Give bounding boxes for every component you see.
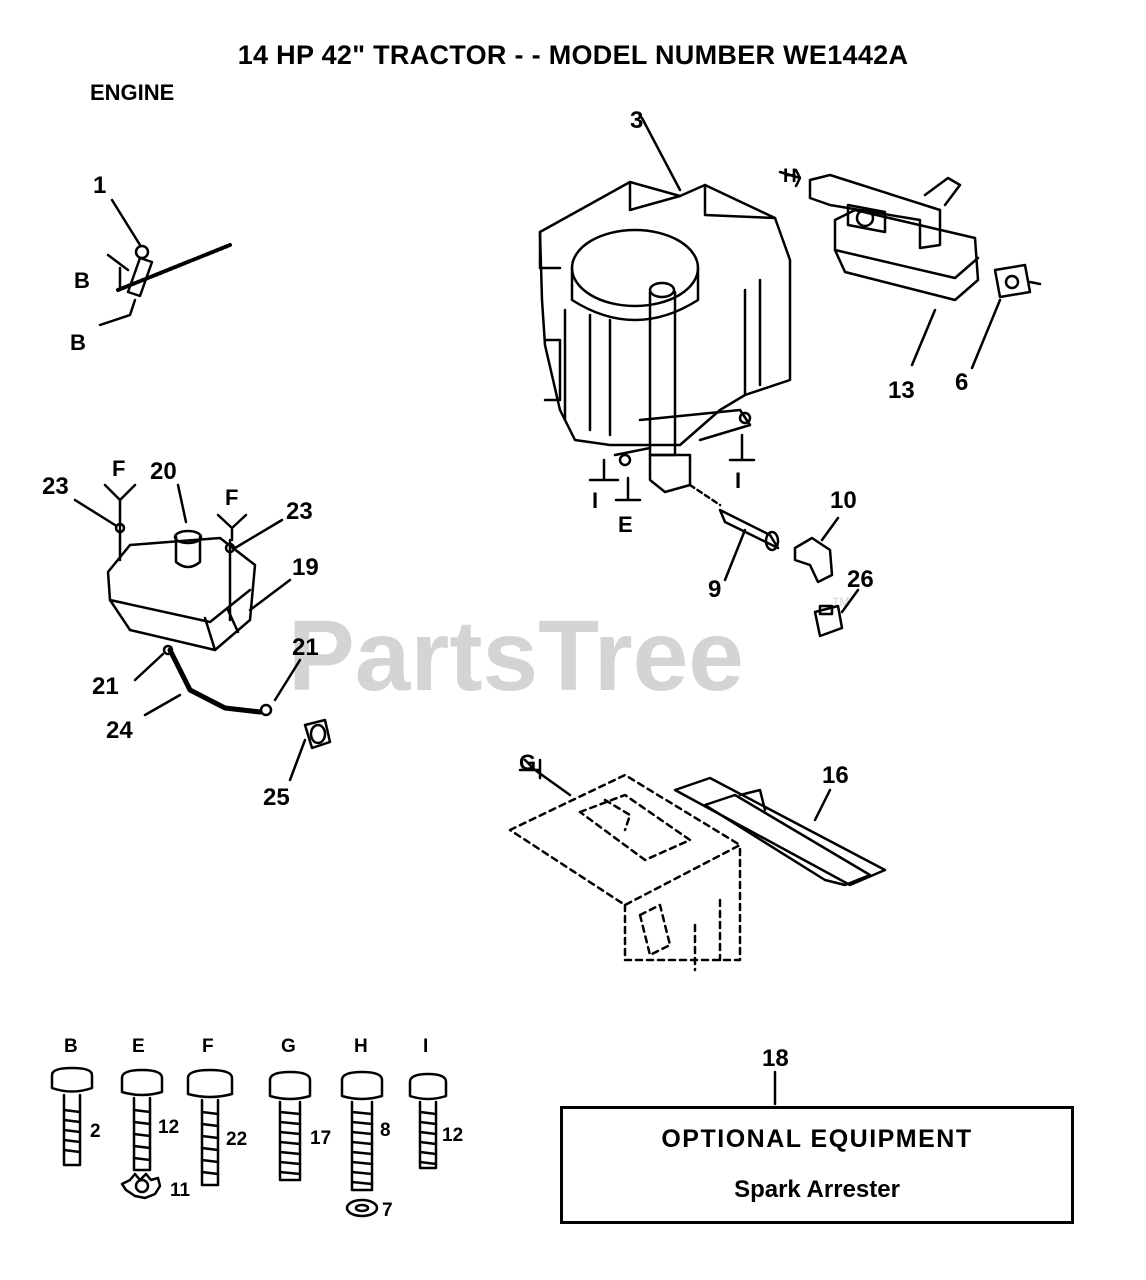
callout-13: 13 — [888, 377, 915, 404]
optional-equipment-heading: OPTIONAL EQUIPMENT — [661, 1125, 973, 1153]
exhaust-pipe-part — [688, 483, 860, 638]
callout-21-right: 21 — [292, 634, 319, 661]
ref-i-left: I — [592, 488, 598, 513]
ref-i-right: I — [735, 468, 741, 493]
callout-9: 9 — [708, 576, 721, 603]
callout-12-e: 12 — [158, 1117, 179, 1138]
hardware-label-i: I — [423, 1036, 428, 1057]
callout-18: 18 — [762, 1045, 789, 1072]
watermark: PartsTree — [288, 600, 744, 712]
callout-21-left: 21 — [92, 673, 119, 700]
hardware-h-bolt — [340, 1070, 384, 1218]
callout-19: 19 — [292, 554, 319, 581]
callout-3: 3 — [630, 107, 643, 134]
callout-22: 22 — [226, 1129, 247, 1150]
callout-8: 8 — [380, 1120, 391, 1141]
hardware-b-bolt — [50, 1066, 94, 1167]
hardware-label-b: B — [64, 1036, 78, 1057]
callout-10: 10 — [830, 487, 857, 514]
fuel-tank-part — [73, 483, 332, 782]
callout-16: 16 — [822, 762, 849, 789]
callout-7: 7 — [382, 1200, 393, 1221]
callout-23-right: 23 — [286, 498, 313, 525]
ref-f-right: F — [225, 485, 238, 510]
callout-12-i: 12 — [442, 1125, 463, 1146]
hardware-i-bolt — [408, 1072, 448, 1170]
callout-17: 17 — [310, 1128, 331, 1149]
ref-f-left: F — [112, 456, 125, 481]
hardware-label-h: H — [354, 1036, 368, 1057]
engine-part — [538, 116, 792, 502]
callout-11: 11 — [170, 1180, 191, 1201]
hardware-e-bolt — [120, 1068, 164, 1200]
callout-23-left: 23 — [42, 473, 69, 500]
hardware-g-bolt — [268, 1070, 312, 1182]
ref-b-upper: B — [74, 268, 90, 293]
page-title: 14 HP 42" TRACTOR - - MODEL NUMBER WE144… — [237, 40, 909, 70]
muffler-part — [778, 168, 1042, 370]
hardware-f-bolt — [186, 1068, 234, 1187]
section-label: ENGINE — [90, 80, 175, 105]
callout-1: 1 — [93, 172, 106, 199]
callout-26: 26 — [847, 566, 874, 593]
hardware-label-f: F — [202, 1036, 214, 1057]
callout-6: 6 — [955, 369, 968, 396]
ref-h: H — [783, 166, 797, 187]
throttle-lever-part — [98, 198, 232, 327]
ref-e: E — [618, 512, 633, 537]
heat-shield-part — [508, 758, 887, 972]
hardware-label-g: G — [281, 1036, 296, 1057]
hardware-label-e: E — [132, 1036, 145, 1057]
callout-2: 2 — [90, 1121, 101, 1142]
callout-25: 25 — [263, 784, 290, 811]
callout-24: 24 — [106, 717, 133, 744]
ref-g: G — [519, 750, 536, 775]
optional-equipment-item: Spark Arrester — [734, 1176, 900, 1203]
optional-equipment-box: OPTIONAL EQUIPMENT Spark Arrester — [560, 1106, 1074, 1224]
ref-b-lower: B — [70, 330, 86, 355]
callout-20: 20 — [150, 458, 177, 485]
